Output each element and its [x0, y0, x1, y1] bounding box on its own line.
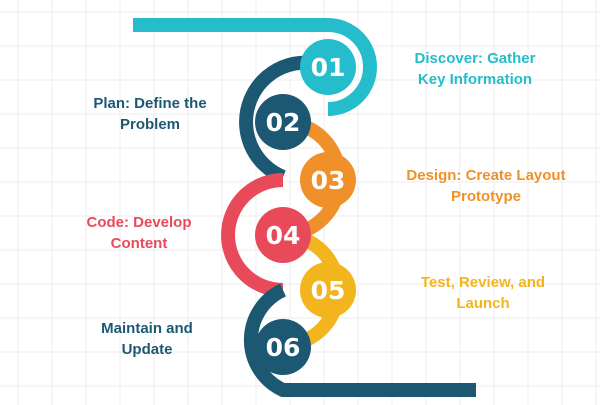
step-label-02-line2: Problem — [119, 116, 180, 133]
step-circle-01 — [300, 39, 356, 95]
step-circle-03 — [300, 152, 356, 208]
step-circle-05 — [300, 262, 356, 318]
step-number-02: 02 — [266, 108, 301, 137]
step-label-03-line1: Design: Create Layout — [406, 167, 566, 184]
step-label-03-line2: Prototype — [450, 188, 521, 205]
step-label-06-line1: Maintain and — [101, 320, 193, 337]
step-label-04: Code: Develop Content — [64, 212, 214, 254]
path-segment-01 — [133, 18, 377, 116]
step-label-06: Maintain and Update — [72, 318, 222, 360]
step-label-06-line2: Update — [121, 341, 173, 358]
step-label-04-line1: Code: Develop — [86, 214, 192, 231]
step-circle-06 — [255, 319, 311, 375]
step-badge-05: 05 — [300, 262, 356, 318]
step-label-01: Discover: Gather Key Information — [400, 48, 550, 90]
step-badge-03: 03 — [300, 152, 356, 208]
step-label-03: Design: Create Layout Prototype — [386, 165, 586, 207]
step-badge-01: 01 — [300, 39, 356, 95]
step-circle-02 — [255, 94, 311, 150]
step-number-06: 06 — [266, 333, 301, 362]
path-segment-06 — [243, 283, 476, 397]
step-label-04-line2: Content — [110, 235, 168, 252]
step-badge-06: 06 — [255, 319, 311, 375]
step-number-03: 03 — [311, 166, 346, 195]
step-badge-02: 02 — [255, 94, 311, 150]
step-number-05: 05 — [311, 276, 346, 305]
step-label-05: Test, Review, and Launch — [388, 272, 578, 314]
step-label-01-line1: Discover: Gather — [414, 50, 536, 67]
path-segment-04 — [221, 173, 284, 297]
step-label-05-line2: Launch — [456, 295, 510, 312]
step-label-02-line1: Plan: Define the — [93, 95, 207, 112]
step-number-01: 01 — [311, 53, 346, 82]
step-label-05-line1: Test, Review, and — [420, 274, 546, 291]
step-label-02: Plan: Define the Problem — [70, 93, 230, 135]
step-label-01-line2: Key Information — [417, 71, 533, 88]
step-badge-04: 04 — [255, 207, 311, 263]
step-circle-04 — [255, 207, 311, 263]
step-number-04: 04 — [266, 221, 301, 250]
